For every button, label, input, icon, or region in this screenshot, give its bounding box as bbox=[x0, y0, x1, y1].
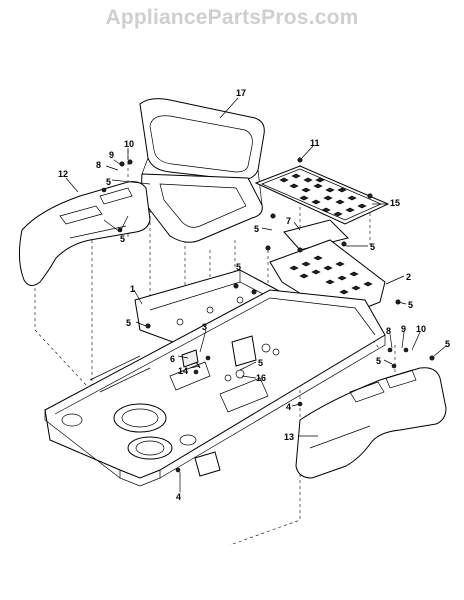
callout-14: 14 bbox=[178, 366, 188, 376]
callout-5: 5 bbox=[106, 177, 111, 187]
callout-9: 9 bbox=[401, 324, 406, 334]
callout-11: 11 bbox=[310, 138, 320, 148]
callout-9: 9 bbox=[109, 150, 114, 160]
callout-10: 10 bbox=[416, 324, 426, 334]
leader-lines bbox=[65, 97, 447, 492]
left-fender bbox=[18, 181, 151, 286]
right-fender bbox=[295, 367, 447, 479]
callout-2: 2 bbox=[406, 272, 411, 282]
callout-17: 17 bbox=[236, 88, 246, 98]
floor-mat bbox=[254, 165, 390, 225]
bracket bbox=[283, 219, 349, 251]
callout-5: 5 bbox=[445, 339, 450, 349]
callout-1: 1 bbox=[130, 284, 135, 294]
callout-5: 5 bbox=[258, 358, 263, 368]
callout-5: 5 bbox=[408, 300, 413, 310]
callout-4: 4 bbox=[286, 402, 291, 412]
mower-frame bbox=[44, 289, 386, 487]
callout-13: 13 bbox=[284, 432, 294, 442]
callout-6: 6 bbox=[170, 354, 175, 364]
callout-5: 5 bbox=[120, 234, 125, 244]
callout-5: 5 bbox=[254, 224, 259, 234]
callout-5: 5 bbox=[370, 242, 375, 252]
watermark: AppliancePartsPros.com bbox=[105, 6, 359, 29]
seat bbox=[139, 98, 265, 243]
callout-5: 5 bbox=[126, 318, 131, 328]
footrest-plate bbox=[269, 239, 386, 319]
callout-7: 7 bbox=[286, 216, 291, 226]
callout-5: 5 bbox=[236, 262, 241, 272]
callout-10: 10 bbox=[124, 139, 134, 149]
callout-5: 5 bbox=[376, 356, 381, 366]
callout-15: 15 bbox=[390, 198, 400, 208]
callout-4: 4 bbox=[176, 492, 181, 502]
callout-8: 8 bbox=[96, 160, 101, 170]
floor-mat-pattern bbox=[279, 173, 367, 217]
callout-3: 3 bbox=[202, 322, 207, 332]
callouts: 17 11 10 9 8 12 5 5 15 5 7 5 5 2 1 5 5 3… bbox=[58, 88, 450, 502]
callout-8: 8 bbox=[386, 326, 391, 336]
callout-16: 16 bbox=[256, 373, 266, 383]
callout-12: 12 bbox=[58, 169, 68, 179]
